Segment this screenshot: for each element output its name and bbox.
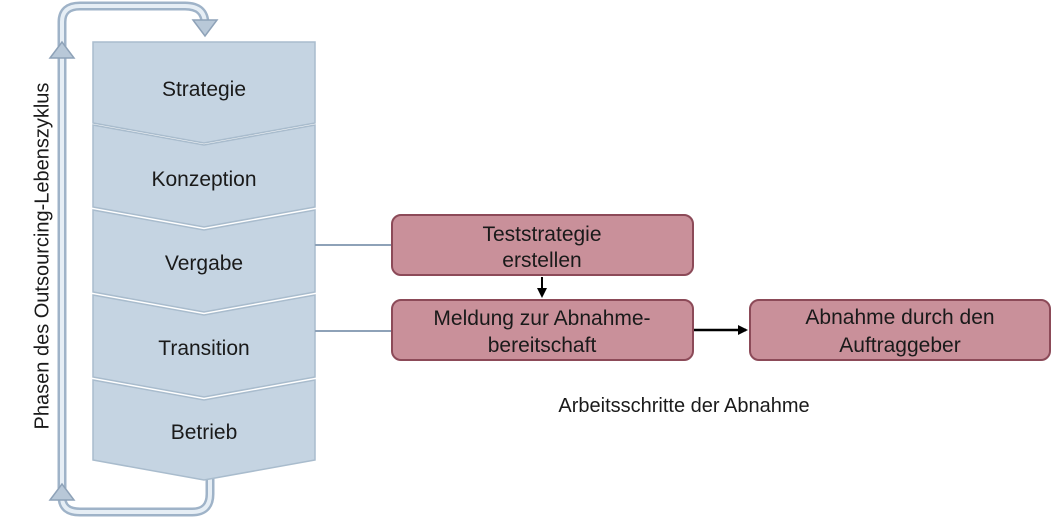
step-label-line1: Abnahme durch den	[805, 306, 994, 329]
phase-label-strategie: Strategie	[162, 78, 246, 101]
cycle-arrowhead-top	[191, 19, 219, 38]
cycle-arrow-path	[57, 470, 215, 517]
cycle-arrowhead-bottom	[48, 482, 76, 501]
phase-chevron-strategie	[92, 41, 316, 144]
phase-chevron-vergabe	[92, 209, 316, 313]
phase-chevron-konzeption	[92, 124, 316, 228]
step-label-line2: Auftraggeber	[839, 334, 960, 357]
cycle-arrow-path-top	[60, 4, 207, 47]
step-box-teststrategie	[391, 214, 694, 276]
phase-chevron-transition	[92, 294, 316, 398]
side-label: Phasen des Outsourcing-Lebenszyklus	[31, 83, 53, 430]
step-meldung: Meldung zur Abnahme- bereitschaft	[391, 299, 694, 361]
step-box-meldung	[391, 299, 694, 361]
phase-chevron-betrieb	[92, 379, 316, 481]
phase-label-betrieb: Betrieb	[171, 421, 238, 444]
step-label-line2: bereitschaft	[488, 334, 597, 357]
step-box-abnahme	[749, 299, 1051, 361]
step-label-line1: Teststrategie	[482, 223, 601, 246]
phase-label-transition: Transition	[158, 337, 249, 360]
cycle-arrowhead-left	[48, 40, 76, 59]
phase-label-vergabe: Vergabe	[165, 252, 243, 275]
cycle-arrow-path-top	[57, 1, 210, 50]
phase-stack: Strategie Konzeption Vergabe Transition …	[92, 41, 316, 481]
phase-label-konzeption: Konzeption	[151, 168, 256, 191]
step-teststrategie: Teststrategie erstellen	[391, 214, 694, 276]
steps-caption: Arbeitsschritte der Abnahme	[558, 395, 809, 417]
step-abnahme: Abnahme durch den Auftraggeber	[749, 299, 1051, 361]
cycle-arrow	[48, 1, 219, 517]
step-label-line2: erstellen	[502, 249, 581, 272]
step-label-line1: Meldung zur Abnahme-	[433, 307, 650, 330]
cycle-arrow-path	[60, 473, 212, 514]
